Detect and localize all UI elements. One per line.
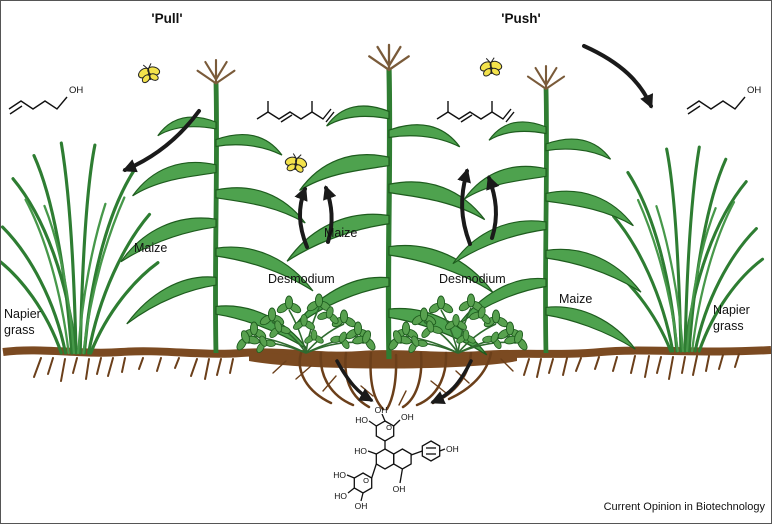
oh-label: OH xyxy=(446,444,459,454)
volatile-structure-right: OH xyxy=(686,85,761,115)
root-exudate-arrow-left xyxy=(335,359,374,402)
label-maize-center: Maize xyxy=(324,226,357,240)
label-maize-left: Maize xyxy=(134,241,167,255)
root-exudate-arrow-right xyxy=(430,359,473,405)
ho-label: HO xyxy=(334,491,347,501)
ho-label: HO xyxy=(333,470,346,480)
label-napier-left-line1: Napier xyxy=(4,307,41,321)
moth-icon-right xyxy=(477,56,505,79)
ho-label: HO xyxy=(354,446,367,456)
ho-label: HO xyxy=(355,415,368,425)
soil-line xyxy=(2,346,771,369)
label-napier-right-line2: grass xyxy=(713,319,744,333)
pull-arrow-left xyxy=(122,109,201,173)
repellent-arrow-right-2 xyxy=(486,175,500,240)
flavonoid-structure: OH HO OH HO HO HO OH OH OH O O xyxy=(333,405,459,511)
oh-label: OH xyxy=(375,405,388,415)
label-napier-left-line2: grass xyxy=(4,323,35,337)
volatile-structure-left: OH xyxy=(8,85,83,115)
repellent-arrow-left-2 xyxy=(323,185,337,244)
moth-icon-left xyxy=(134,60,164,87)
oh-label: OH xyxy=(355,501,368,511)
oh-label: OH xyxy=(747,85,761,96)
ring-o-label: O xyxy=(386,423,392,432)
repellent-arrow-left-1 xyxy=(294,186,309,249)
repellent-arrow-right-1 xyxy=(457,168,472,246)
ocimene-structure-right xyxy=(436,101,515,123)
push-title: 'Push' xyxy=(501,11,540,26)
soil-root-hatches xyxy=(33,353,740,382)
label-maize-right: Maize xyxy=(559,292,592,306)
flow-arrows xyxy=(122,44,654,405)
ocimene-structure-left xyxy=(256,101,335,123)
label-napier-right-line1: Napier xyxy=(713,303,750,317)
desmodium-plant-right xyxy=(383,294,534,355)
oh-label: OH xyxy=(69,85,83,96)
ring-o-label: O xyxy=(363,476,369,485)
journal-credit: Current Opinion in Biotechnology xyxy=(604,501,766,513)
oh-label: OH xyxy=(401,412,414,422)
label-desmodium-right: Desmodium xyxy=(439,272,506,286)
oh-label: OH xyxy=(393,484,406,494)
moth-icon-center xyxy=(281,151,311,176)
push-arrow-right xyxy=(582,44,654,109)
desmodium-plant-left xyxy=(231,294,382,355)
label-desmodium-left: Desmodium xyxy=(268,272,335,286)
pull-title: 'Pull' xyxy=(151,11,182,26)
